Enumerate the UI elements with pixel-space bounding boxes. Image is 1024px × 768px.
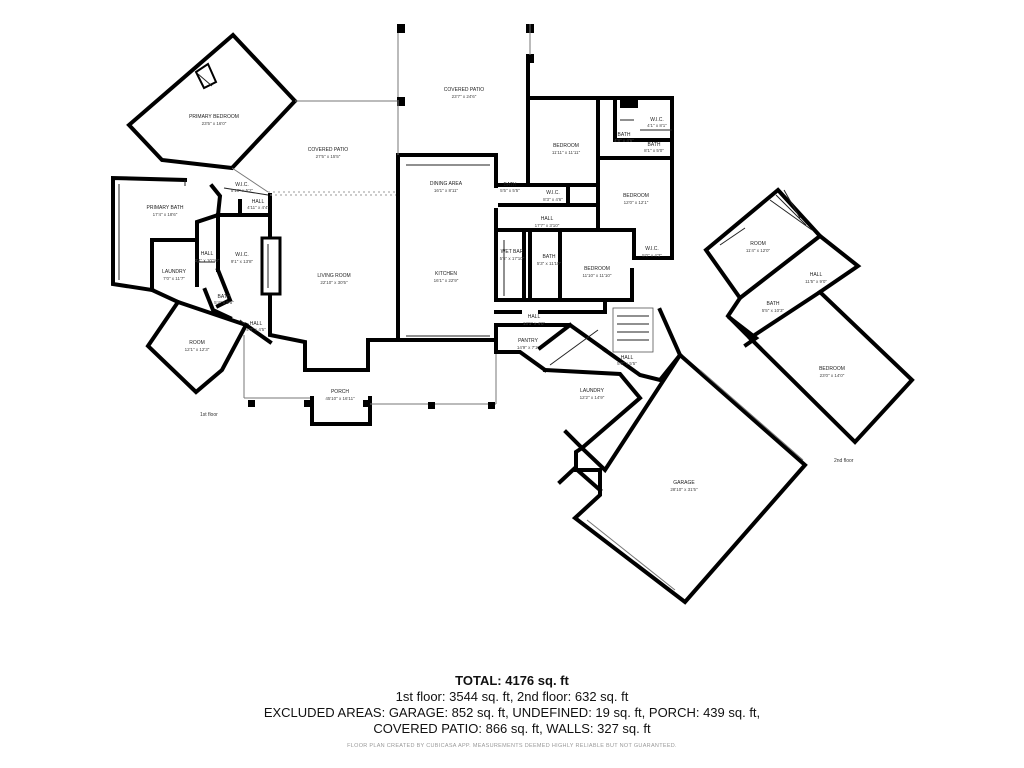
svg-text:5'5" x 17'10": 5'5" x 17'10": [500, 256, 525, 261]
svg-text:22'10" x 30'5": 22'10" x 30'5": [320, 280, 348, 285]
primary-bath-walls: [111, 175, 188, 293]
label-hall-mid: HALL: [541, 216, 554, 222]
label-bedroom-2: BEDROOM: [623, 193, 649, 199]
primary-bedroom-walls: [126, 32, 298, 171]
label-pantry: PANTRY: [518, 338, 538, 344]
label-primary-bath: PRIMARY BATH: [147, 205, 184, 211]
label-kitchen: KITCHEN: [435, 271, 457, 277]
svg-text:5'0" x 4'3": 5'0" x 4'3": [642, 253, 662, 258]
label-bedroom-2nd: BEDROOM: [819, 366, 845, 372]
room-labels: PRIMARY BEDROOM 23'5" x 16'0" COVERED PA…: [147, 87, 854, 492]
living-room-walls: [268, 153, 400, 372]
label-bedroom-3: BEDROOM: [584, 266, 610, 272]
disclaimer: FLOOR PLAN CREATED BY CUBICASA APP. MEAS…: [347, 743, 677, 749]
svg-text:5'10" x 5'2": 5'10" x 5'2": [231, 188, 254, 193]
label-bedroom-1: BEDROOM: [553, 143, 579, 149]
svg-text:27'5" x 15'5": 27'5" x 15'5": [316, 154, 341, 159]
total-area: TOTAL: 4176 sq. ft: [455, 673, 569, 688]
svg-text:23'0" x 14'0": 23'0" x 14'0": [820, 373, 845, 378]
svg-text:4'8" x 4'6": 4'8" x 4'6": [614, 138, 634, 143]
label-room-left: ROOM: [189, 340, 205, 346]
area-summary: TOTAL: 4176 sq. ft 1st floor: 3544 sq. f…: [0, 672, 1024, 749]
svg-text:4'0" x 4'5": 4'0" x 4'5": [246, 327, 266, 332]
label-bath-3: BATH: [648, 142, 661, 148]
label-covered-patio-left: COVERED PATIO: [308, 147, 348, 153]
svg-text:4'1" x 8'1": 4'1" x 8'1": [647, 123, 667, 128]
label-living-room: LIVING ROOM: [317, 273, 350, 279]
pantry-laundry-walls: [494, 298, 683, 451]
svg-text:23'5" x 16'0": 23'5" x 16'0": [202, 121, 227, 126]
label-room-2nd: ROOM: [750, 241, 766, 247]
svg-text:17'7" x 3'10": 17'7" x 3'10": [535, 223, 560, 228]
svg-text:5'4" x 5'5": 5'4" x 5'5": [214, 300, 234, 305]
svg-text:14'9" x 7'1": 14'9" x 7'1": [517, 345, 540, 350]
svg-text:12'1" x 12'3": 12'1" x 12'3": [185, 347, 210, 352]
svg-text:9'1" x 13'8": 9'1" x 13'8": [231, 259, 254, 264]
left-interior-walls: [150, 183, 282, 321]
excluded-areas-cont: COVERED PATIO: 866 sq. ft, WALLS: 327 sq…: [373, 721, 651, 736]
label-wic-2: W.I.C.: [650, 117, 664, 123]
svg-text:5'6" x 5'5": 5'6" x 5'5": [617, 361, 637, 366]
label-hall-left: HALL: [201, 251, 214, 257]
svg-text:12'0" x 12'1": 12'0" x 12'1": [624, 200, 649, 205]
label-wic-left: W.I.C.: [235, 252, 249, 258]
label-wet-bar: WET BAR: [501, 249, 524, 255]
label-wic-4: W.I.C.: [645, 246, 659, 252]
label-garage: GARAGE: [673, 480, 695, 486]
svg-text:23'7" x 24'6": 23'7" x 24'6": [452, 94, 477, 99]
svg-text:8'1" x 5'0": 8'1" x 5'0": [644, 148, 664, 153]
label-hall-small: HALL: [252, 199, 265, 205]
svg-text:3'4" x 10'10": 3'4" x 10'10": [195, 258, 220, 263]
label-bath-left: BATH: [218, 294, 231, 300]
floor-plan: PRIMARY BEDROOM 23'5" x 16'0" COVERED PA…: [111, 24, 915, 605]
svg-text:11'4" x 12'0": 11'4" x 12'0": [746, 248, 771, 253]
label-bath-1: BATH: [504, 182, 517, 188]
label-bath-2: BATH: [618, 132, 631, 138]
svg-text:5'3" x 11'10": 5'3" x 11'10": [537, 261, 562, 266]
label-primary-bedroom: PRIMARY BEDROOM: [189, 114, 239, 120]
label-bath-4: BATH: [543, 254, 556, 260]
label-bath-2nd: BATH: [767, 301, 780, 307]
label-hall-stair: HALL: [621, 355, 634, 361]
label-hall-2nd: HALL: [810, 272, 823, 278]
label-wic-small: W.I.C.: [235, 182, 249, 188]
svg-text:13'1" x 4'0": 13'1" x 4'0": [523, 321, 546, 326]
floor-areas: 1st floor: 3544 sq. ft, 2nd floor: 632 s…: [395, 689, 629, 704]
kitchen-dining-walls: [396, 24, 534, 342]
svg-text:28'10" x 31'5": 28'10" x 31'5": [670, 487, 698, 492]
label-laundry-right: LAUNDRY: [580, 388, 604, 394]
label-laundry-left: LAUNDRY: [162, 269, 186, 275]
svg-text:17'4" x 18'6": 17'4" x 18'6": [153, 212, 178, 217]
excluded-areas: EXCLUDED AREAS: GARAGE: 852 sq. ft, UNDE…: [263, 705, 761, 720]
label-dining-area: DINING AREA: [430, 181, 463, 187]
label-hall-room: HALL: [250, 321, 263, 327]
svg-text:16'1" x 8'11": 16'1" x 8'11": [434, 188, 459, 193]
svg-text:45'10" x 16'11": 45'10" x 16'11": [325, 396, 355, 401]
svg-text:16'1" x 22'9": 16'1" x 22'9": [434, 278, 459, 283]
svg-text:12'2" x 14'9": 12'2" x 14'9": [580, 395, 605, 400]
label-porch: PORCH: [331, 389, 349, 395]
covered-patio-top-walls: [397, 63, 602, 155]
svg-text:5'5" x 5'5": 5'5" x 5'5": [500, 188, 520, 193]
svg-text:8'3" x 4'6": 8'3" x 4'6": [543, 197, 563, 202]
svg-text:11'10" x 11'10": 11'10" x 11'10": [582, 273, 611, 278]
label-covered-patio-top: COVERED PATIO: [444, 87, 484, 93]
floor-tag-second: 2nd floor: [834, 458, 854, 464]
svg-text:11'5" x 9'0": 11'5" x 9'0": [805, 279, 827, 284]
svg-text:5'5" x 10'3": 5'5" x 10'3": [762, 308, 785, 313]
svg-text:4'11" x 4'4": 4'11" x 4'4": [247, 205, 269, 210]
room-left-walls: [145, 299, 273, 395]
floor-tag-first: 1st floor: [200, 412, 218, 418]
label-wic-3: W.I.C.: [546, 190, 560, 196]
covered-patio-left-walls: [231, 100, 398, 193]
wet-bar-bath-walls: [494, 228, 634, 314]
svg-text:7'0" x 11'7": 7'0" x 11'7": [163, 276, 185, 281]
second-floor-walls: [703, 187, 915, 445]
porch-walls: [243, 335, 497, 426]
garage-walls: [557, 351, 808, 605]
svg-text:11'11" x 11'11": 11'11" x 11'11": [552, 150, 581, 155]
label-hall-lower: HALL: [528, 314, 541, 320]
